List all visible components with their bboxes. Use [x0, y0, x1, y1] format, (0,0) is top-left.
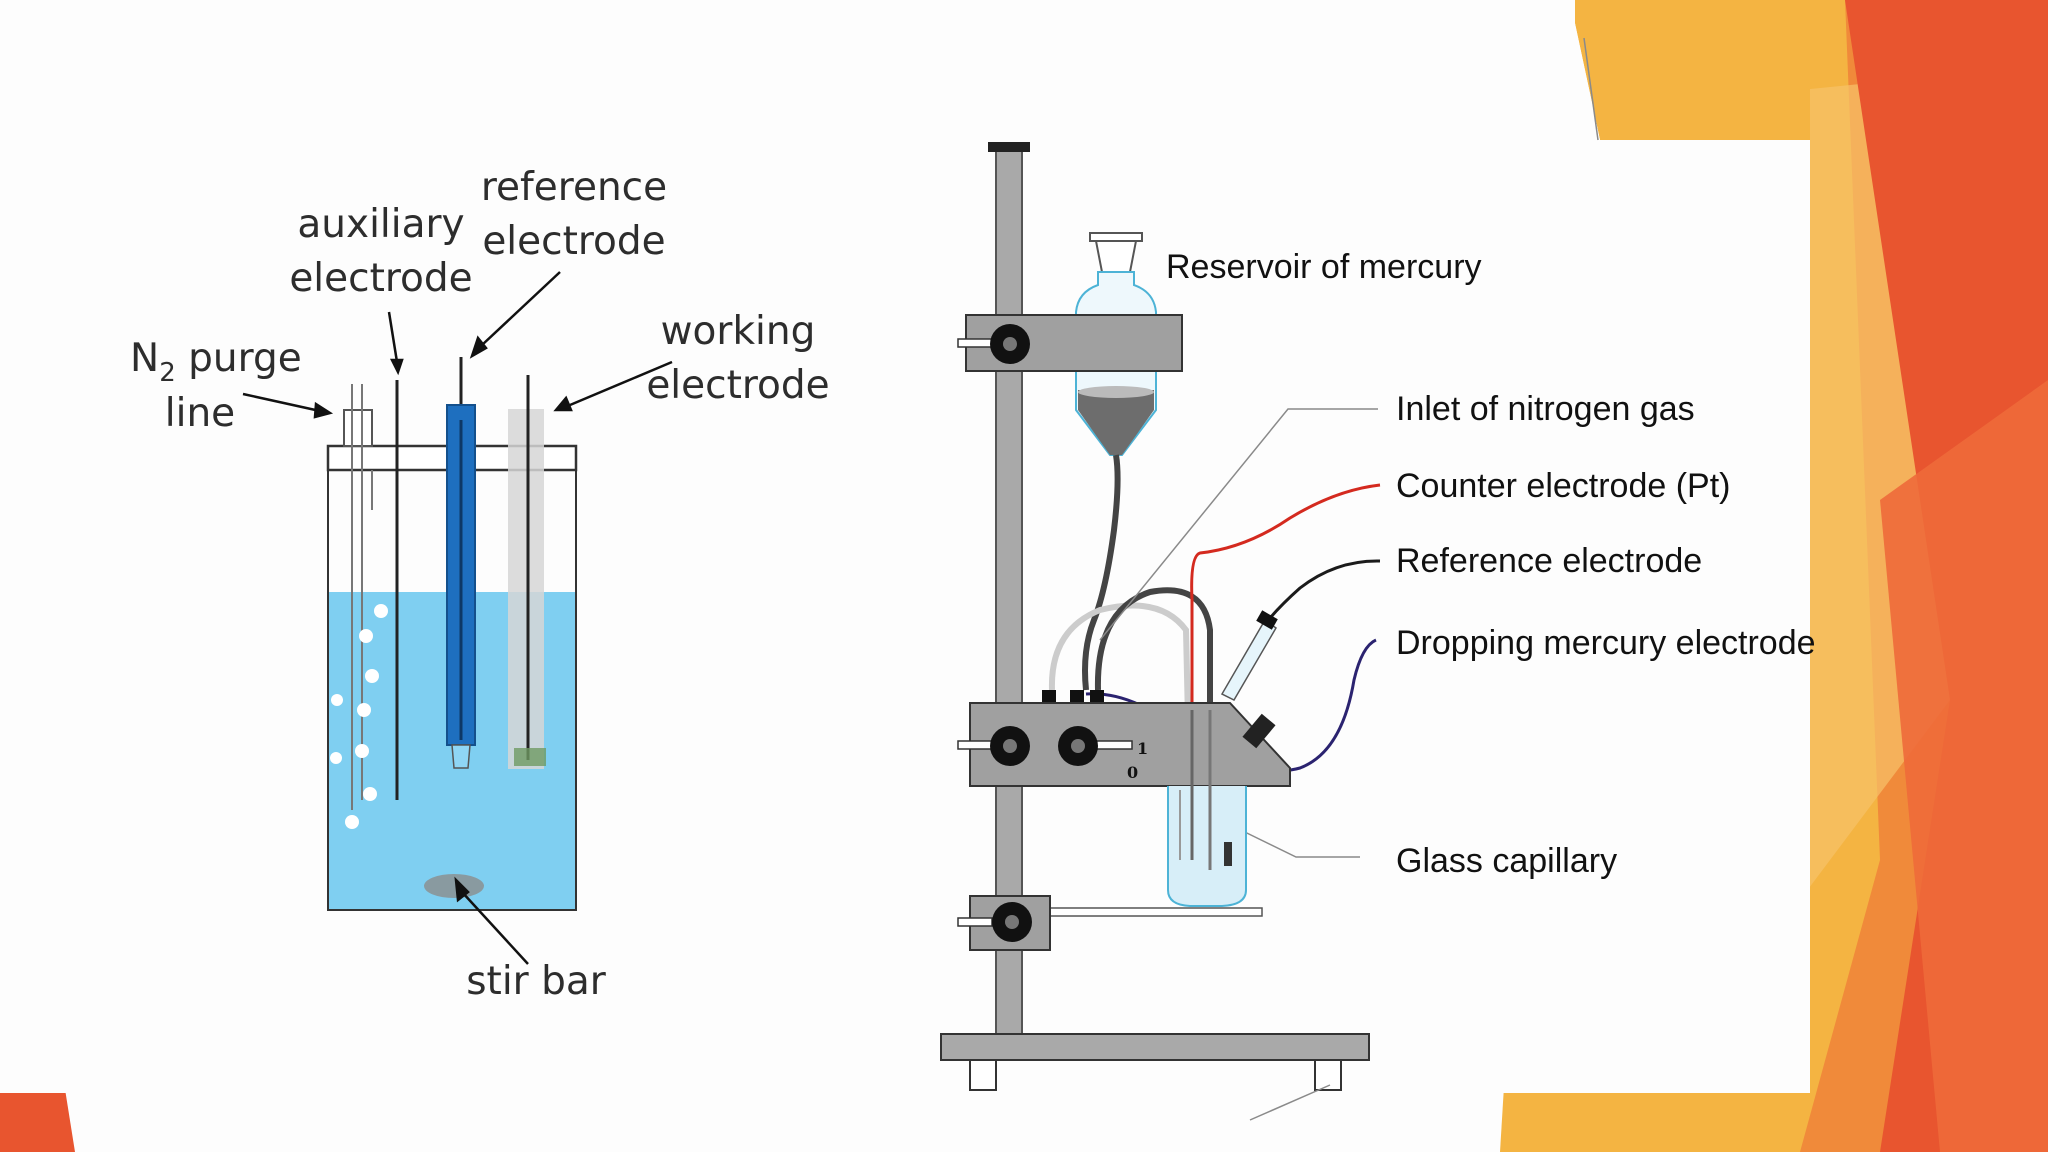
mercury-surface	[1078, 386, 1154, 398]
decor-mid	[1880, 380, 2048, 1152]
stand-base	[940, 1033, 1370, 1061]
connector-3	[1090, 690, 1104, 704]
panel-top-white	[0, 0, 1575, 140]
mercury-in-reservoir	[1078, 390, 1154, 455]
reference-electrode-label-1: reference	[481, 165, 667, 210]
auxiliary-electrode-label-2: electrode	[289, 256, 472, 301]
counter-electrode-wire	[1190, 483, 1381, 710]
electrolysis-cell	[1167, 786, 1247, 907]
auxiliary-electrode-label-1: auxiliary	[297, 202, 464, 247]
mercury-tube	[1082, 454, 1121, 691]
panel-top-strip	[1570, 0, 1810, 140]
stopcock	[1242, 713, 1276, 749]
working-electrode-sleeve	[508, 409, 544, 769]
scale-zero: 0	[1127, 763, 1138, 782]
stand-rod-cap	[988, 142, 1030, 152]
stir-bar	[424, 874, 484, 898]
diagram-panel	[0, 0, 1810, 1093]
reference-electrode-label-2: electrode	[482, 219, 665, 264]
label-arrows	[242, 271, 673, 965]
electrochemical-cell-diagram: auxiliary electrode reference electrode …	[130, 165, 830, 1004]
middle-clamp-knob-right-center	[1071, 739, 1085, 753]
connector-1	[1042, 690, 1056, 704]
purge-line-tube	[343, 409, 373, 447]
reference-electrode-label: Reference electrode	[1396, 542, 1702, 580]
counter-electrode-label: Counter electrode (Pt)	[1396, 467, 1731, 505]
dark-tube	[1094, 587, 1213, 720]
working-electrode-tip	[514, 748, 546, 766]
bottom-clamp-screw	[957, 917, 993, 927]
nitrogen-bubbles	[330, 604, 388, 829]
n2-purge-line-label-1: N2 purge	[130, 336, 302, 388]
n2-subscript: 2	[159, 358, 176, 388]
dropping-mercury-electrode-label: Dropping mercury electrode	[1396, 624, 1816, 662]
reference-tip	[1224, 842, 1232, 866]
reservoir-label: Reservoir of mercury	[1166, 248, 1482, 286]
reservoir-stopper	[1094, 240, 1138, 273]
reference-electrode-wire	[1268, 559, 1381, 619]
cell-support-plate	[1039, 907, 1263, 917]
reference-electrode-cap	[1256, 610, 1278, 630]
working-electrode-label-2: electrode	[646, 363, 829, 408]
stand-foot-left	[969, 1059, 997, 1091]
reservoir-stopper-top	[1089, 232, 1143, 242]
middle-clamp-knob-left-center	[1003, 739, 1017, 753]
middle-clamp-screw-left	[957, 740, 993, 750]
working-electrode-label-1: working	[661, 309, 816, 354]
top-clamp-knob-center	[1003, 337, 1017, 351]
stir-bar-label: stir bar	[466, 959, 607, 1004]
top-clamp-screw	[957, 338, 993, 348]
connector-2	[1070, 690, 1084, 704]
polarograph-apparatus-diagram: 1 0 Reservoir of mercury Inlet of nitrog…	[940, 37, 1816, 1121]
stand-foot-right	[1314, 1059, 1342, 1091]
inlet-label: Inlet of nitrogen gas	[1396, 390, 1695, 428]
scale-one: 1	[1137, 739, 1148, 758]
glass-capillary-label: Glass capillary	[1396, 842, 1617, 880]
nitrogen-tube	[1048, 602, 1191, 721]
reference-electrode-tip	[451, 744, 471, 769]
n2-purge-line-label-2: line	[165, 391, 235, 436]
bottom-clamp-knob-center	[1005, 915, 1019, 929]
